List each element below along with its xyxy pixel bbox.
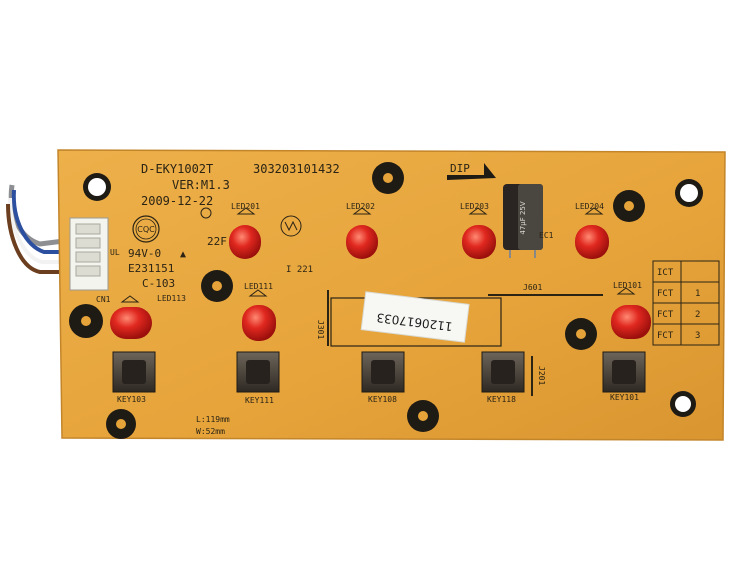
led-203 bbox=[462, 207, 496, 259]
capacitor-ec1: 47μF 25V bbox=[503, 184, 543, 258]
code-22f: 22F bbox=[207, 235, 227, 248]
test-table-row-2-num: 2 bbox=[695, 310, 700, 320]
key-118-label: KEY118 bbox=[487, 395, 516, 404]
svg-text:47μF 25V: 47μF 25V bbox=[519, 201, 527, 235]
key-103-label: KEY103 bbox=[117, 395, 146, 404]
led-204-label: LED204 bbox=[575, 202, 604, 211]
led-101-label: LED101 bbox=[613, 281, 642, 290]
cqc-logo: CQC bbox=[132, 215, 160, 243]
flammability-rating: 94V-0 bbox=[128, 247, 161, 260]
led-203-label: LED203 bbox=[460, 202, 489, 211]
led-113-label: LED113 bbox=[157, 294, 186, 303]
jumper-j601-label: J601 bbox=[523, 283, 542, 292]
board-date: 2009-12-22 bbox=[141, 194, 213, 208]
key-108-label: KEY108 bbox=[368, 395, 397, 404]
led-201 bbox=[229, 207, 261, 259]
certification-mark bbox=[280, 215, 302, 237]
ul-mark: UL bbox=[110, 248, 120, 257]
led-202 bbox=[346, 207, 378, 259]
key-103-switch[interactable] bbox=[112, 351, 156, 393]
test-table-row-1-label: FCT bbox=[657, 289, 674, 299]
ul-number: E231151 bbox=[128, 262, 174, 275]
test-table-header: ICT bbox=[657, 268, 674, 278]
circle-mark bbox=[200, 207, 212, 219]
board-code: C-103 bbox=[142, 277, 175, 290]
board-width: W:52mm bbox=[196, 427, 225, 436]
led-111 bbox=[242, 289, 276, 341]
key-111-switch[interactable] bbox=[236, 351, 280, 393]
warning-triangle: ▲ bbox=[180, 249, 186, 260]
pad-ring bbox=[69, 162, 645, 439]
key-101-label: KEY101 bbox=[610, 393, 639, 402]
board-length: L:119mm bbox=[196, 415, 230, 424]
dip-arrow bbox=[447, 163, 496, 180]
test-table-row-1-num: 1 bbox=[695, 289, 700, 299]
key-108-switch[interactable] bbox=[361, 351, 405, 393]
serial-sticker: 1120617033 bbox=[360, 291, 470, 343]
jumper-j201-label: J201 bbox=[537, 366, 546, 385]
test-table-row-2-label: FCT bbox=[657, 310, 674, 320]
board-model: D-EKY1002T bbox=[141, 162, 213, 176]
connector-label: CN1 bbox=[96, 295, 111, 304]
key-111-label: KEY111 bbox=[245, 396, 274, 405]
led-201-label: LED201 bbox=[231, 202, 260, 211]
led-111-label: LED111 bbox=[244, 282, 273, 291]
test-table-row-3-label: FCT bbox=[657, 331, 674, 341]
led-101 bbox=[611, 287, 651, 339]
svg-text:CQC: CQC bbox=[137, 225, 155, 234]
test-table bbox=[652, 260, 720, 346]
dip-label: DIP bbox=[450, 162, 470, 175]
wire-harness bbox=[6, 184, 73, 274]
mounting-hole-top-left bbox=[83, 173, 111, 201]
board-serial-code: 303203101432 bbox=[253, 162, 340, 176]
led-202-label: LED202 bbox=[346, 202, 375, 211]
led-113 bbox=[110, 295, 152, 339]
mounting-hole-top-right bbox=[675, 179, 703, 207]
key-118-switch[interactable] bbox=[481, 351, 525, 393]
jumper-j301-label: J301 bbox=[316, 320, 325, 339]
key-101-switch[interactable] bbox=[602, 351, 646, 393]
connector-cn1 bbox=[69, 217, 109, 291]
mounting-hole-bottom-right bbox=[670, 391, 696, 417]
marking-221: I 221 bbox=[286, 265, 313, 275]
board-version: VER:M1.3 bbox=[172, 178, 230, 192]
capacitor-label: EC1 bbox=[539, 231, 554, 240]
led-204 bbox=[575, 207, 609, 259]
test-table-row-3-num: 3 bbox=[695, 331, 700, 341]
